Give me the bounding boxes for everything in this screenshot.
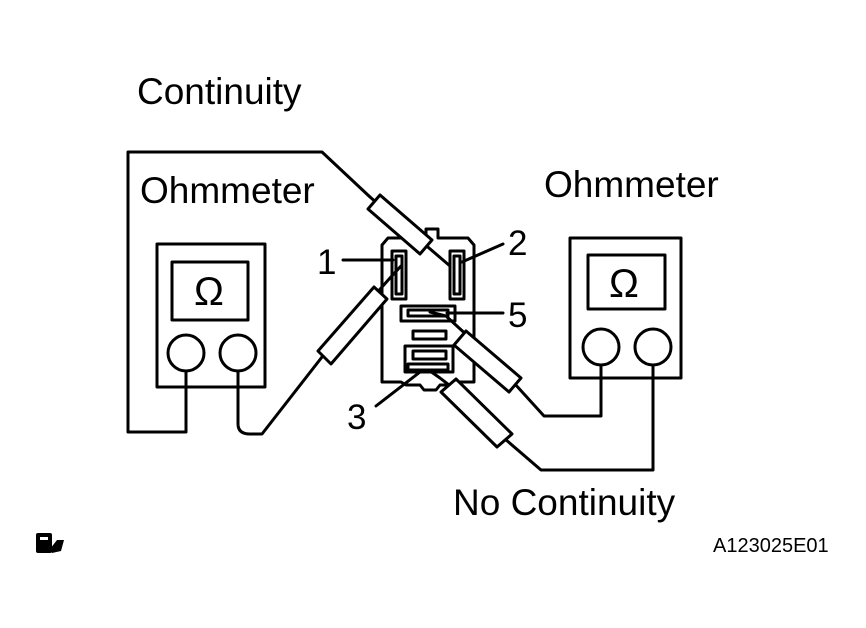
no-continuity-label: No Continuity [453,482,676,523]
book-hand-icon [36,533,64,553]
wire-right-meter-to-terminal-3 [503,363,655,472]
leader-terminal-3 [374,370,422,408]
right-ohmmeter-label: Ohmmeter [544,164,719,205]
leader-terminal-2 [460,242,505,264]
continuity-label: Continuity [137,71,302,112]
left-ohmmeter [155,242,267,389]
probe-terminal-2 [366,193,452,268]
relay-body [380,227,476,392]
probe-terminal-1 [316,264,403,366]
terminal-3-label: 3 [347,398,367,437]
probe-terminal-3 [428,369,514,449]
terminal-2-label: 2 [508,224,528,263]
probe-terminal-5 [428,310,523,394]
right-ohmmeter-symbol: Ω [609,262,639,306]
wire-left-meter-to-terminal-1 [236,355,324,436]
terminal-5-label: 5 [508,296,528,335]
left-ohmmeter-symbol: Ω [194,270,224,314]
wire-right-meter-to-terminal-5 [512,363,603,418]
right-ohmmeter [568,236,683,380]
terminal-1-label: 1 [317,243,337,282]
wire-left-meter-to-terminal-2 [126,150,372,434]
figure-code: A123025E01 [713,535,829,557]
left-ohmmeter-label: Ohmmeter [140,170,315,211]
